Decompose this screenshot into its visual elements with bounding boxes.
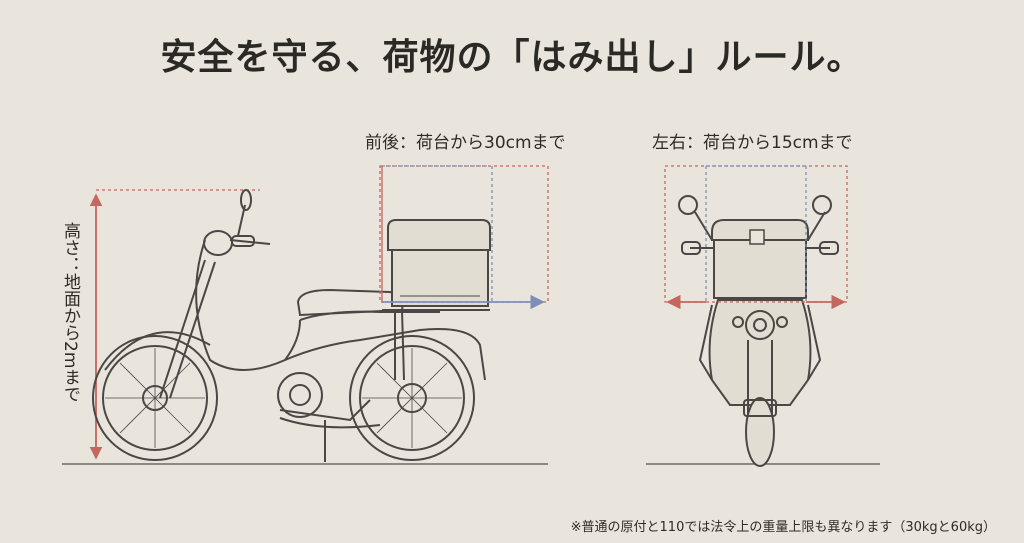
motorcycle-side-view	[92, 189, 490, 462]
top-box-side	[387, 219, 491, 307]
front-back-label: 前後：荷台から30cmまで	[365, 133, 566, 153]
footnote: ※普通の原付と110では法令上の重量上限も異なります（30kgと60kg）	[570, 520, 996, 535]
left-right-dimension	[664, 165, 848, 310]
top-box-front	[711, 219, 809, 299]
height-dimension	[89, 189, 260, 460]
front-back-dimension	[379, 165, 549, 310]
page-title: 安全を守る、荷物の「はみ出し」ルール。	[160, 37, 864, 78]
height-label: 高さ：地面から2mまで	[60, 222, 80, 403]
left-right-label: 左右：荷台から15cmまで	[652, 133, 853, 153]
